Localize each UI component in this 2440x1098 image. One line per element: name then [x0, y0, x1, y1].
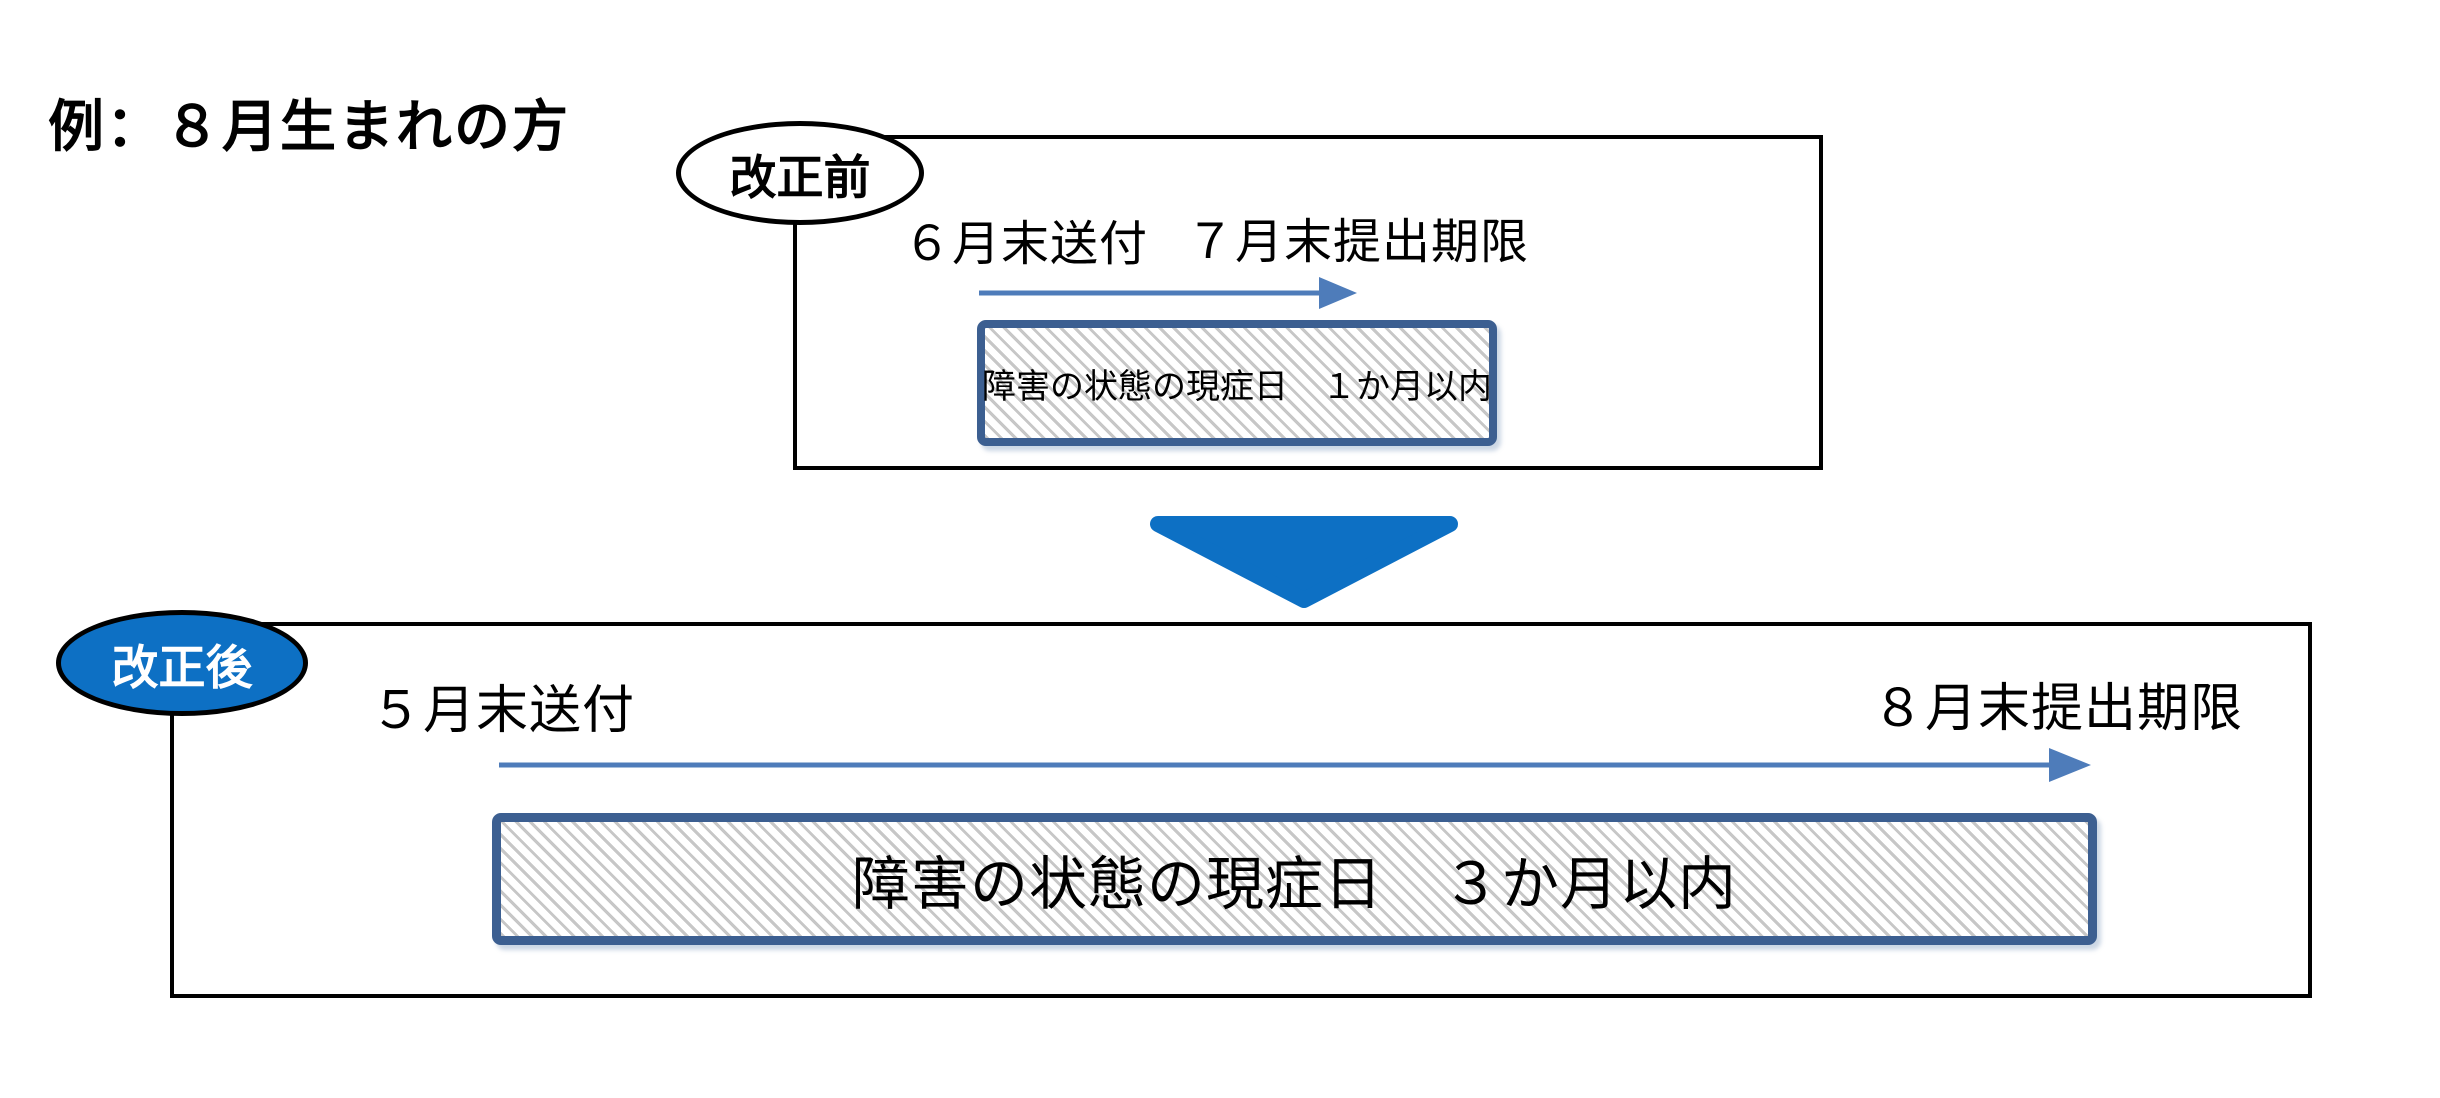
right-arrow-icon [499, 748, 2091, 782]
after-period-label: 障害の状態の現症日 ３か月以内 [851, 852, 1737, 917]
down-arrow-icon [1150, 516, 1458, 608]
after-badge-label: 改正後 [111, 640, 253, 694]
after-deadline-label: ８月末提出期限 [1872, 680, 2244, 738]
right-arrow-icon [979, 277, 1357, 309]
after-revision-panel: ５月末送付 ８月末提出期限 障害の状態の現症日 ３か月以内 [170, 622, 2312, 998]
after-period-box: 障害の状態の現症日 ３か月以内 [492, 813, 2097, 945]
page-title: 例：８月生まれの方 [48, 95, 570, 158]
before-period-box: 障害の状態の現症日 １か月以内 [977, 320, 1497, 446]
before-period-label: 障害の状態の現症日 １か月以内 [982, 367, 1492, 406]
before-revision-badge: 改正前 [676, 121, 924, 225]
after-revision-badge: 改正後 [56, 610, 308, 716]
before-revision-panel: ６月末送付 ７月末提出期限 障害の状態の現症日 １か月以内 [793, 135, 1823, 470]
before-send-label: ６月末送付 [903, 218, 1149, 271]
before-deadline-label: ７月末提出期限 [1186, 216, 1530, 269]
after-send-label: ５月末送付 [370, 682, 636, 740]
before-badge-label: 改正前 [729, 150, 871, 204]
